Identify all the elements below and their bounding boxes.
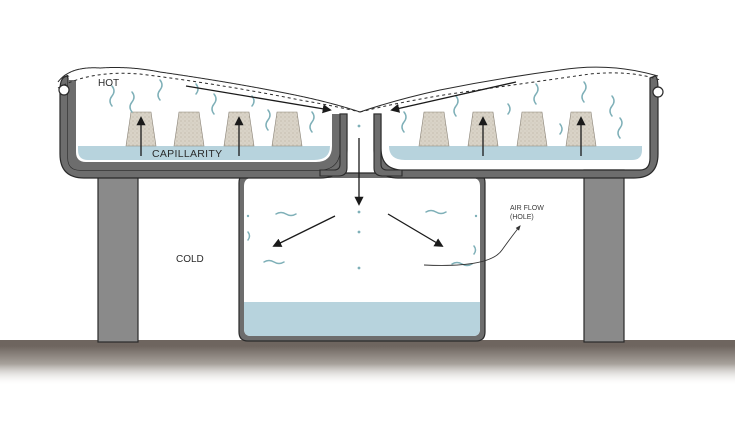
- right-leg: [583, 169, 625, 343]
- trapezoid-wick-icon: [516, 111, 548, 147]
- wavy-vapor-icon: [609, 95, 615, 117]
- vapor-squiggles: [109, 79, 623, 267]
- reservoir-water: [244, 302, 480, 336]
- wavy-vapor-icon: [617, 117, 623, 139]
- hinge-circle-icon: [652, 86, 664, 98]
- trapezoid-wick-icon: [418, 111, 450, 147]
- left-tray: [59, 74, 348, 179]
- left-spout: [319, 113, 348, 177]
- support-legs: [97, 169, 625, 343]
- drip-dot: [474, 214, 478, 218]
- hinge-circle-icon: [58, 84, 70, 96]
- cold-air-arrow-right: [387, 213, 444, 247]
- wavy-vapor-icon: [275, 211, 297, 217]
- left-cover-dashes: [57, 72, 361, 113]
- wavy-vapor-icon: [109, 85, 115, 107]
- wavy-vapor-icon: [247, 231, 251, 241]
- left-leg: [97, 169, 139, 343]
- wavy-vapor-icon: [309, 111, 315, 133]
- wavy-vapor-icon: [425, 209, 447, 215]
- central-spouts: [319, 113, 403, 177]
- cold-air-arrow-left: [272, 215, 336, 247]
- right-spout: [373, 113, 403, 177]
- wavy-vapor-icon: [129, 91, 135, 113]
- wavy-vapor-icon: [581, 81, 587, 103]
- wavy-vapor-icon: [559, 123, 563, 135]
- cold-label: COLD: [176, 254, 204, 265]
- air-flow-label: AIR FLOW: [510, 205, 544, 212]
- wavy-vapor-icon: [265, 109, 271, 131]
- cover-film: [57, 66, 661, 113]
- wavy-vapor-icon: [453, 95, 459, 117]
- ground: [0, 340, 735, 386]
- wavy-vapor-icon: [195, 83, 199, 95]
- wavy-vapor-icon: [533, 83, 539, 105]
- wavy-vapor-icon: [473, 245, 477, 255]
- air-flow-hole-label: (HOLE): [510, 214, 534, 221]
- drip-dot: [357, 124, 361, 128]
- wavy-vapor-icon: [401, 111, 407, 133]
- wavy-vapor-icon: [451, 261, 473, 267]
- hot-air-arrow-right: [390, 81, 517, 113]
- drip-dot: [357, 210, 361, 214]
- drip-dot: [357, 230, 361, 234]
- capillarity-label: CAPILLARITY: [152, 148, 222, 160]
- drip-dot: [246, 214, 250, 218]
- right-tray: [373, 75, 659, 179]
- trapezoid-wick-icon: [173, 111, 205, 147]
- left-cover-line: [57, 67, 361, 113]
- air-flow-hole-arrow: [423, 225, 521, 266]
- right-cover-line: [359, 66, 659, 113]
- reservoir-interior: [244, 178, 480, 336]
- wicks: [125, 111, 597, 147]
- drip-dots: [246, 124, 478, 270]
- cold-reservoir: [238, 172, 486, 342]
- flow-arrows: [136, 81, 586, 266]
- wavy-vapor-icon: [157, 79, 163, 101]
- wavy-vapor-icon: [507, 103, 511, 115]
- wavy-vapor-icon: [263, 259, 285, 265]
- wavy-vapor-icon: [211, 93, 217, 115]
- right-cover-dashes: [359, 72, 661, 113]
- trapezoid-wick-icon: [271, 111, 303, 147]
- hot-air-arrow-left: [185, 85, 332, 114]
- hinges: [58, 84, 664, 98]
- hot-label: HOT: [98, 78, 119, 89]
- drip-dot: [357, 266, 361, 270]
- right-tray-water: [389, 146, 642, 160]
